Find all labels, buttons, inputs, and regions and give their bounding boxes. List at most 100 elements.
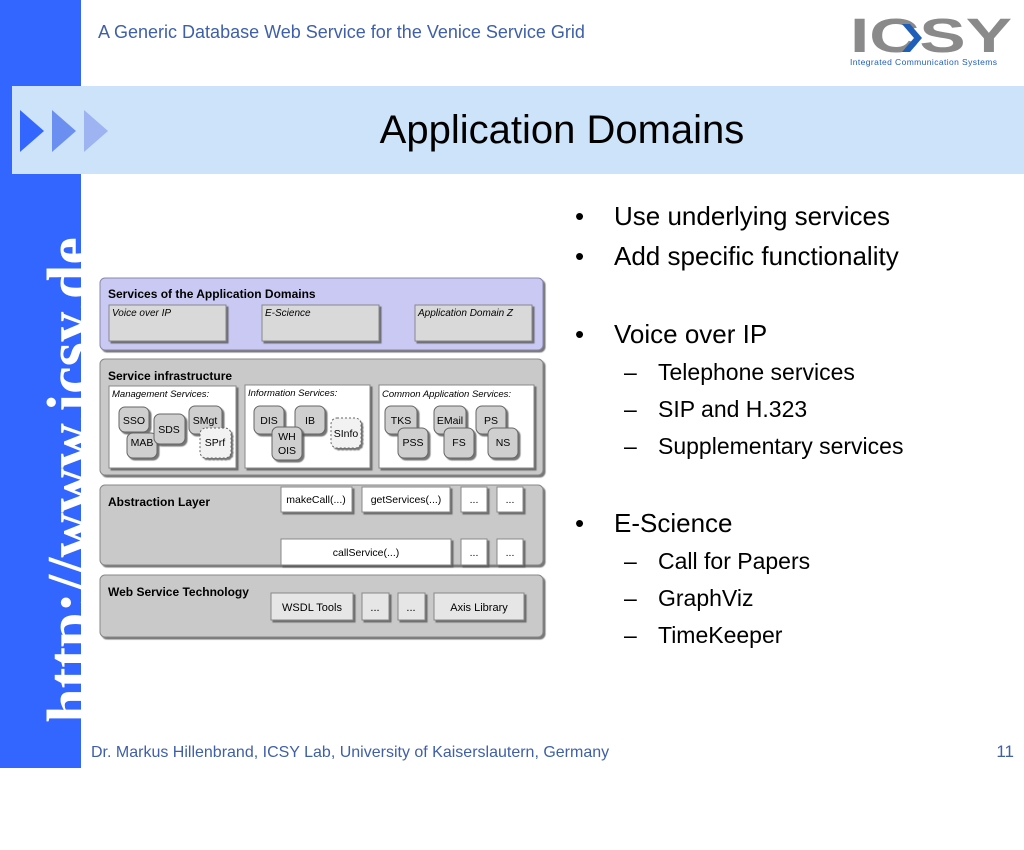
service-node: SDS (153, 413, 186, 445)
api-box: ... (460, 486, 488, 513)
svg-text:OIS: OIS (278, 445, 296, 457)
bullet-item: •Use underlying services (575, 201, 891, 231)
tech-box-label: ... (406, 602, 415, 614)
sub-bullet-text: GraphViz (658, 585, 754, 611)
service-node-label: SDS (158, 424, 180, 436)
layer-app-domains: Services of the Application Domains Voic… (99, 277, 544, 351)
sub-bullet-text: Call for Papers (658, 548, 811, 574)
api-box-label: callService(...) (333, 547, 400, 559)
service-node-label: FS (452, 437, 465, 449)
layer-abstraction: Abstraction Layer makeCall(...) getServi… (99, 484, 544, 566)
layer-webservice-title: Web Service Technology (108, 585, 249, 599)
service-node: EMail (433, 405, 467, 435)
sub-bullet-item: –TimeKeeper (624, 622, 783, 648)
common-services-label: Common Application Services: (382, 389, 511, 400)
sub-bullet-item: –Telephone services (624, 359, 855, 385)
bullet-item: •Voice over IP (575, 319, 768, 349)
api-box: ... (460, 538, 488, 566)
layer-abstraction-title: Abstraction Layer (108, 495, 210, 509)
sub-bullet-text: SIP and H.323 (658, 396, 808, 422)
bullet-list: •Use underlying services •Add specific f… (575, 196, 1015, 654)
logo-subtitle: Integrated Communication Systems (850, 57, 998, 67)
service-node-label: IB (305, 415, 315, 427)
api-box-label: getServices(...) (371, 494, 442, 506)
service-node-label: PS (484, 415, 498, 427)
presentation-title: A Generic Database Web Service for the V… (98, 22, 585, 42)
bullet-text: Voice over IP (614, 319, 768, 349)
tech-box: ... (397, 592, 426, 621)
service-node: MAB (126, 432, 158, 459)
sub-bullet-item: –SIP and H.323 (624, 396, 808, 422)
api-box-label: ... (506, 547, 515, 559)
service-node-label: NS (496, 437, 511, 449)
tech-box: Axis Library (433, 592, 525, 621)
tech-box: WSDL Tools (270, 592, 354, 621)
sub-bullet-item: –Supplementary services (624, 433, 904, 459)
api-box-label: ... (506, 494, 515, 506)
layer-webservice: Web Service Technology WSDL Tools ... ..… (99, 574, 544, 638)
sub-bullet-item: –Call for Papers (624, 548, 811, 574)
logo-arrow-icon (902, 24, 922, 52)
management-services-label: Management Services: (112, 389, 210, 400)
service-node: PS (475, 405, 507, 435)
sub-bullet-text: Supplementary services (658, 433, 904, 459)
bullet-text: E-Science (614, 508, 733, 538)
sub-bullet-text: TimeKeeper (658, 622, 783, 648)
sub-bullet-item: –GraphViz (624, 585, 754, 611)
slide-title: Application Domains (379, 108, 745, 152)
domain-box-z: Application Domain Z (414, 304, 533, 342)
information-services-group: Information Services: DIS IB WH OIS SInf… (244, 384, 371, 469)
service-node: PSS (397, 427, 429, 459)
domain-box-voip: Voice over IP (108, 304, 227, 342)
service-node: IB (294, 405, 326, 435)
tech-box-label: WSDL Tools (282, 602, 342, 614)
service-node-label: SPrf (205, 437, 226, 449)
tech-box-label: ... (370, 602, 379, 614)
api-box: ... (496, 538, 524, 566)
common-services-group: Common Application Services: TKS EMail P… (378, 384, 535, 469)
api-box-label: makeCall(...) (286, 494, 346, 506)
service-node-label: SInfo (334, 428, 359, 440)
bullet-text: Use underlying services (614, 201, 891, 231)
api-box-label: ... (470, 494, 479, 506)
service-node: SSO (118, 406, 150, 433)
service-node-label: PSS (402, 437, 423, 449)
bullet-text: Add specific functionality (614, 241, 899, 271)
tech-box: ... (361, 592, 390, 621)
domain-box-escience-label: E-Science (265, 308, 311, 319)
service-node: SPrf (199, 427, 232, 459)
sub-bullet-text: Telephone services (658, 359, 855, 385)
service-node-label: SSO (123, 415, 145, 427)
triple-arrow-icon (20, 110, 108, 152)
bullet-item: •E-Science (575, 508, 733, 538)
service-node-label: DIS (260, 415, 278, 427)
api-box: ... (496, 486, 524, 513)
bullet-item: •Add specific functionality (575, 241, 899, 271)
layer-infrastructure: Service infrastructure Management Servic… (99, 358, 544, 476)
service-node: FS (443, 427, 475, 459)
api-box-label: ... (470, 547, 479, 559)
service-node: NS (487, 427, 519, 459)
domain-box-z-label: Application Domain Z (417, 308, 514, 319)
layer-app-domains-title: Services of the Application Domains (108, 287, 316, 301)
api-box: makeCall(...) (280, 486, 353, 513)
tech-box-label: Axis Library (450, 602, 508, 614)
svg-text:WH: WH (278, 431, 296, 443)
footer-author: Dr. Markus Hillenbrand, ICSY Lab, Univer… (91, 744, 610, 761)
api-box: callService(...) (280, 538, 452, 566)
service-node: SMgt (188, 405, 223, 435)
information-services-label: Information Services: (248, 388, 338, 399)
service-node-label: EMail (437, 415, 463, 427)
icsy-logo: ICSY (850, 14, 1012, 63)
page-number: 11 (996, 742, 1014, 761)
service-node: TKS (384, 405, 418, 435)
layer-infrastructure-title: Service infrastructure (108, 369, 232, 383)
domain-box-voip-label: Voice over IP (112, 308, 171, 319)
service-node: WH OIS (271, 426, 303, 461)
icsy-logo-text: ICSY (850, 14, 1012, 63)
service-node-label: SMgt (193, 415, 218, 427)
title-band (12, 86, 1024, 174)
management-services-group: Management Services: SSO MAB SDS SMgt SP… (108, 385, 237, 469)
api-box: getServices(...) (361, 486, 451, 513)
service-node-label: TKS (391, 415, 411, 427)
